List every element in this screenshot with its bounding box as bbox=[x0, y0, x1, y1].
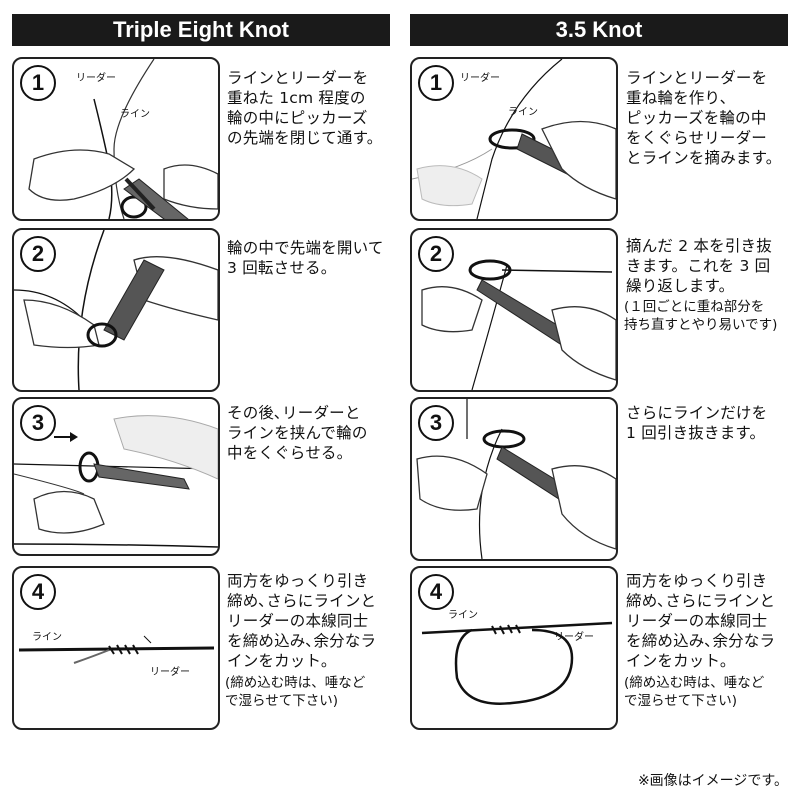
step-number-badge: 1 bbox=[418, 65, 454, 101]
right-step-3-illustration: 3 bbox=[410, 397, 618, 561]
left-step-4-note: (締め込む時は、唾など で湿らせて下さい) bbox=[225, 675, 366, 709]
step-number-badge: 4 bbox=[20, 574, 56, 610]
leader-label: リーダー bbox=[76, 73, 116, 84]
right-step-4-illustration: 4 ライン リーダー bbox=[410, 566, 618, 730]
right-step-2-note: (１回ごとに重ね部分を 持ち直すとやり易いです) bbox=[624, 299, 778, 333]
right-step-2-illustration: 2 bbox=[410, 228, 618, 392]
hands-rotate-picker-illustration bbox=[14, 230, 218, 390]
right-step-1-description: ラインとリーダーを 重ね輪を作り、 ピッカーズを輪の中 をくぐらせリーダー とラ… bbox=[626, 69, 782, 167]
left-step-4-description: 両方をゆっくり引き 締め､さらにラインと リーダーの本線同士 を締め込み､余分な… bbox=[227, 572, 377, 670]
step-number-badge: 3 bbox=[418, 405, 454, 441]
image-disclaimer: ※画像はイメージです。 bbox=[637, 773, 788, 789]
triple-eight-knot-title: Triple Eight Knot bbox=[12, 14, 390, 46]
3-5-knot-title: 3.5 Knot bbox=[410, 14, 788, 46]
hands-form-loop-illustration bbox=[412, 59, 616, 219]
right-step-4-note: (締め込む時は、唾など で湿らせて下さい) bbox=[624, 675, 765, 709]
hands-pull-through-loop-illustration bbox=[14, 415, 218, 548]
finished-knot-illustration bbox=[18, 635, 215, 664]
step-number-badge: 2 bbox=[20, 236, 56, 272]
leader-label: リーダー bbox=[150, 667, 190, 678]
right-step-2-description: 摘んだ 2 本を引き抜 きます。これを 3 回 繰り返します。 bbox=[626, 237, 772, 295]
hands-pull-line-only-illustration bbox=[416, 399, 616, 559]
hands-pull-two-strands-illustration bbox=[421, 259, 616, 390]
line-label: ライン bbox=[32, 632, 62, 643]
finished-knot-loop-illustration bbox=[421, 621, 613, 705]
leader-label: リーダー bbox=[554, 632, 594, 643]
right-step-3-description: さらにラインだけを 1 回引き抜きます。 bbox=[626, 404, 768, 442]
hands-picker-loop-illustration bbox=[28, 59, 218, 219]
step-number-badge: 1 bbox=[20, 65, 56, 101]
left-step-4-illustration: 4 ライン リーダー bbox=[12, 566, 220, 730]
left-step-1-description: ラインとリーダーを 重ねた 1cm 程度の 輪の中にピッカーズ の先端を閉じて通… bbox=[227, 69, 383, 147]
line-label: ライン bbox=[120, 109, 150, 120]
right-step-4-description: 両方をゆっくり引き 締め､さらにラインと リーダーの本線同士 を締め込み､余分な… bbox=[626, 572, 776, 670]
step-number-badge: 2 bbox=[418, 236, 454, 272]
left-step-2-illustration: 2 bbox=[12, 228, 220, 392]
left-step-3-illustration: 3 bbox=[12, 397, 220, 556]
step-number-badge: 3 bbox=[20, 405, 56, 441]
step-number-badge: 4 bbox=[418, 574, 454, 610]
line-label: ライン bbox=[448, 610, 478, 621]
left-step-3-description: その後､リーダーと ラインを挟んで輪の 中をくぐらせる。 bbox=[227, 404, 368, 462]
leader-label: リーダー bbox=[460, 73, 500, 84]
left-step-1-illustration: 1 リーダー ライン bbox=[12, 57, 220, 221]
left-step-2-description: 輪の中で先端を開いて 3 回転させる。 bbox=[227, 239, 384, 277]
right-step-1-illustration: 1 リーダー ライン bbox=[410, 57, 618, 221]
line-label: ライン bbox=[508, 107, 538, 118]
